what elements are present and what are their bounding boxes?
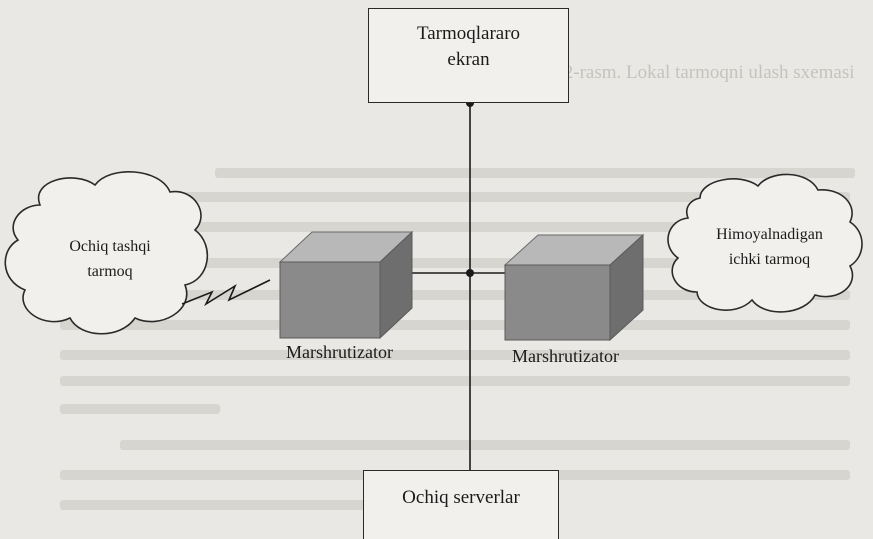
left-cloud-label: Ochiq tashqi tarmoq [30, 234, 190, 284]
open-servers-label: Ochiq serverlar [402, 487, 520, 508]
junction-dot-middle [466, 269, 474, 277]
firewall-label-line1: Tarmoqlararo [416, 23, 521, 44]
router-right-label: Marshrutizator [512, 346, 619, 366]
left-cloud-line1: Ochiq tashqi [69, 238, 151, 255]
router-left-icon [278, 230, 414, 340]
firewall-box: Tarmoqlararo ekran [368, 8, 569, 103]
firewall-label-line2: ekran [447, 49, 490, 70]
left-cloud-line2: tarmoq [87, 263, 133, 280]
right-cloud-line2: ichki tarmoq [728, 251, 811, 268]
router-right-icon [503, 233, 645, 342]
left-cloud-shape [4, 170, 209, 335]
open-servers-box: Ochiq serverlar [363, 470, 559, 539]
router-left-label: Marshrutizator [286, 342, 393, 362]
right-cloud-label: Himoyalnadigan ichki tarmoq [682, 222, 857, 272]
right-cloud-line1: Himoyalnadigan [716, 226, 823, 243]
wireless-link-icon [181, 279, 271, 307]
right-cloud-shape [667, 173, 863, 313]
